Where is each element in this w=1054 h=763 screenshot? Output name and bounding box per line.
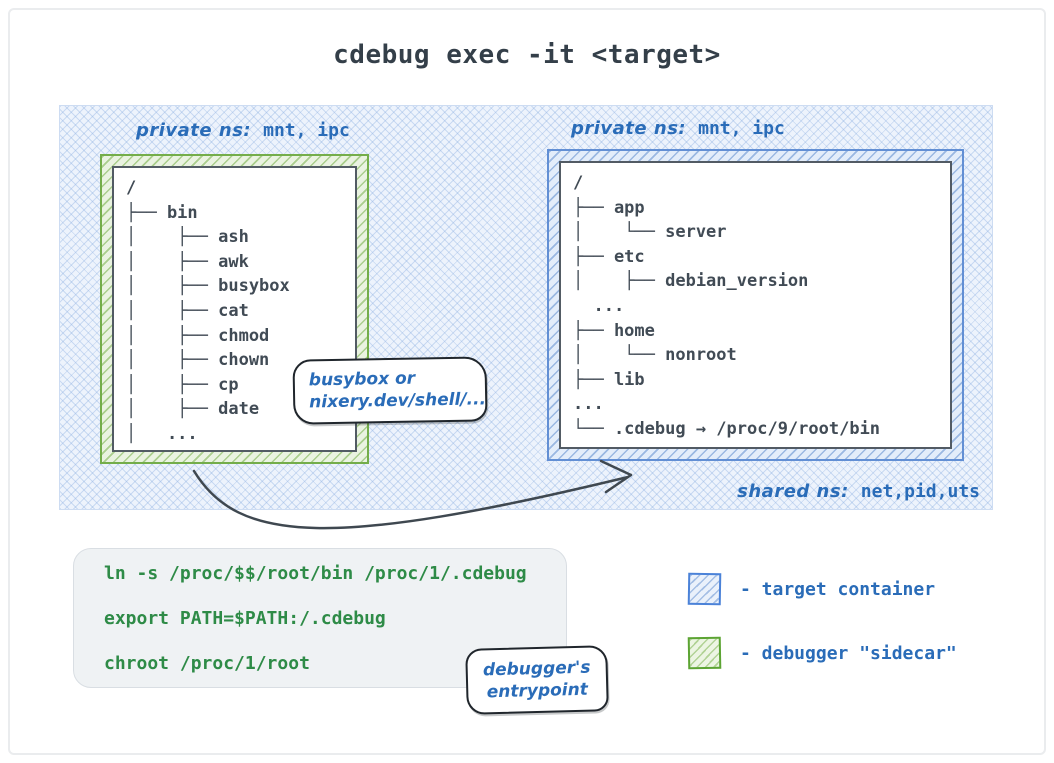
target-ns-label-prefix: private ns: [571,118,687,139]
tools-bubble-line2: nixery.dev/shell/... [309,389,487,413]
tools-bubble-line1: busybox or [308,368,416,391]
target-ns-label: private ns: mnt, ipc [571,118,785,139]
sidecar-filesystem-panel: / ├── bin │ ├── ash │ ├── awk │ ├── busy… [112,166,357,452]
entrypoint-bubble-line2: entrypoint [486,679,589,703]
target-filesystem-panel: / ├── app │ └── server ├── etc │ ├── deb… [559,161,952,449]
code-line-export: export PATH=$PATH:/.cdebug [104,608,386,629]
sidecar-ns-label: private ns: mnt, ipc [136,120,350,141]
shared-ns-label-prefix: shared ns: [737,481,849,502]
target-container-swatch-icon [687,572,722,606]
target-file-tree: / ├── app │ └── server ├── etc │ ├── deb… [573,173,881,439]
legend-target-label: - target container [740,579,936,600]
legend-sidecar-label: - debugger "sidecar" [740,643,957,664]
code-line-chroot: chroot /proc/1/root [104,653,310,674]
shared-ns-label: shared ns: net,pid,uts [737,481,980,502]
sidecar-ns-label-prefix: private ns: [136,120,252,141]
shared-namespace-region: private ns:mnt, ipc private ns:mnt, ipc … [59,105,993,510]
target-ns-label-value: mnt, ipc [698,118,785,139]
sidecar-file-tree: / ├── bin │ ├── ash │ ├── awk │ ├── busy… [126,178,290,444]
debugger-sidecar-swatch-icon [687,636,722,670]
tools-bubble: busybox or nixery.dev/shell/... [292,356,488,425]
target-container-box: / ├── app │ └── server ├── etc │ ├── deb… [547,149,964,461]
diagram-title: cdebug exec -it <target> [333,40,721,70]
sidecar-ns-label-value: mnt, ipc [263,120,350,141]
code-line-ln: ln -s /proc/$$/root/bin /proc/1/.cdebug [104,563,527,584]
entrypoint-bubble: debugger's entrypoint [465,645,609,715]
shared-ns-label-value: net,pid,uts [860,481,980,502]
